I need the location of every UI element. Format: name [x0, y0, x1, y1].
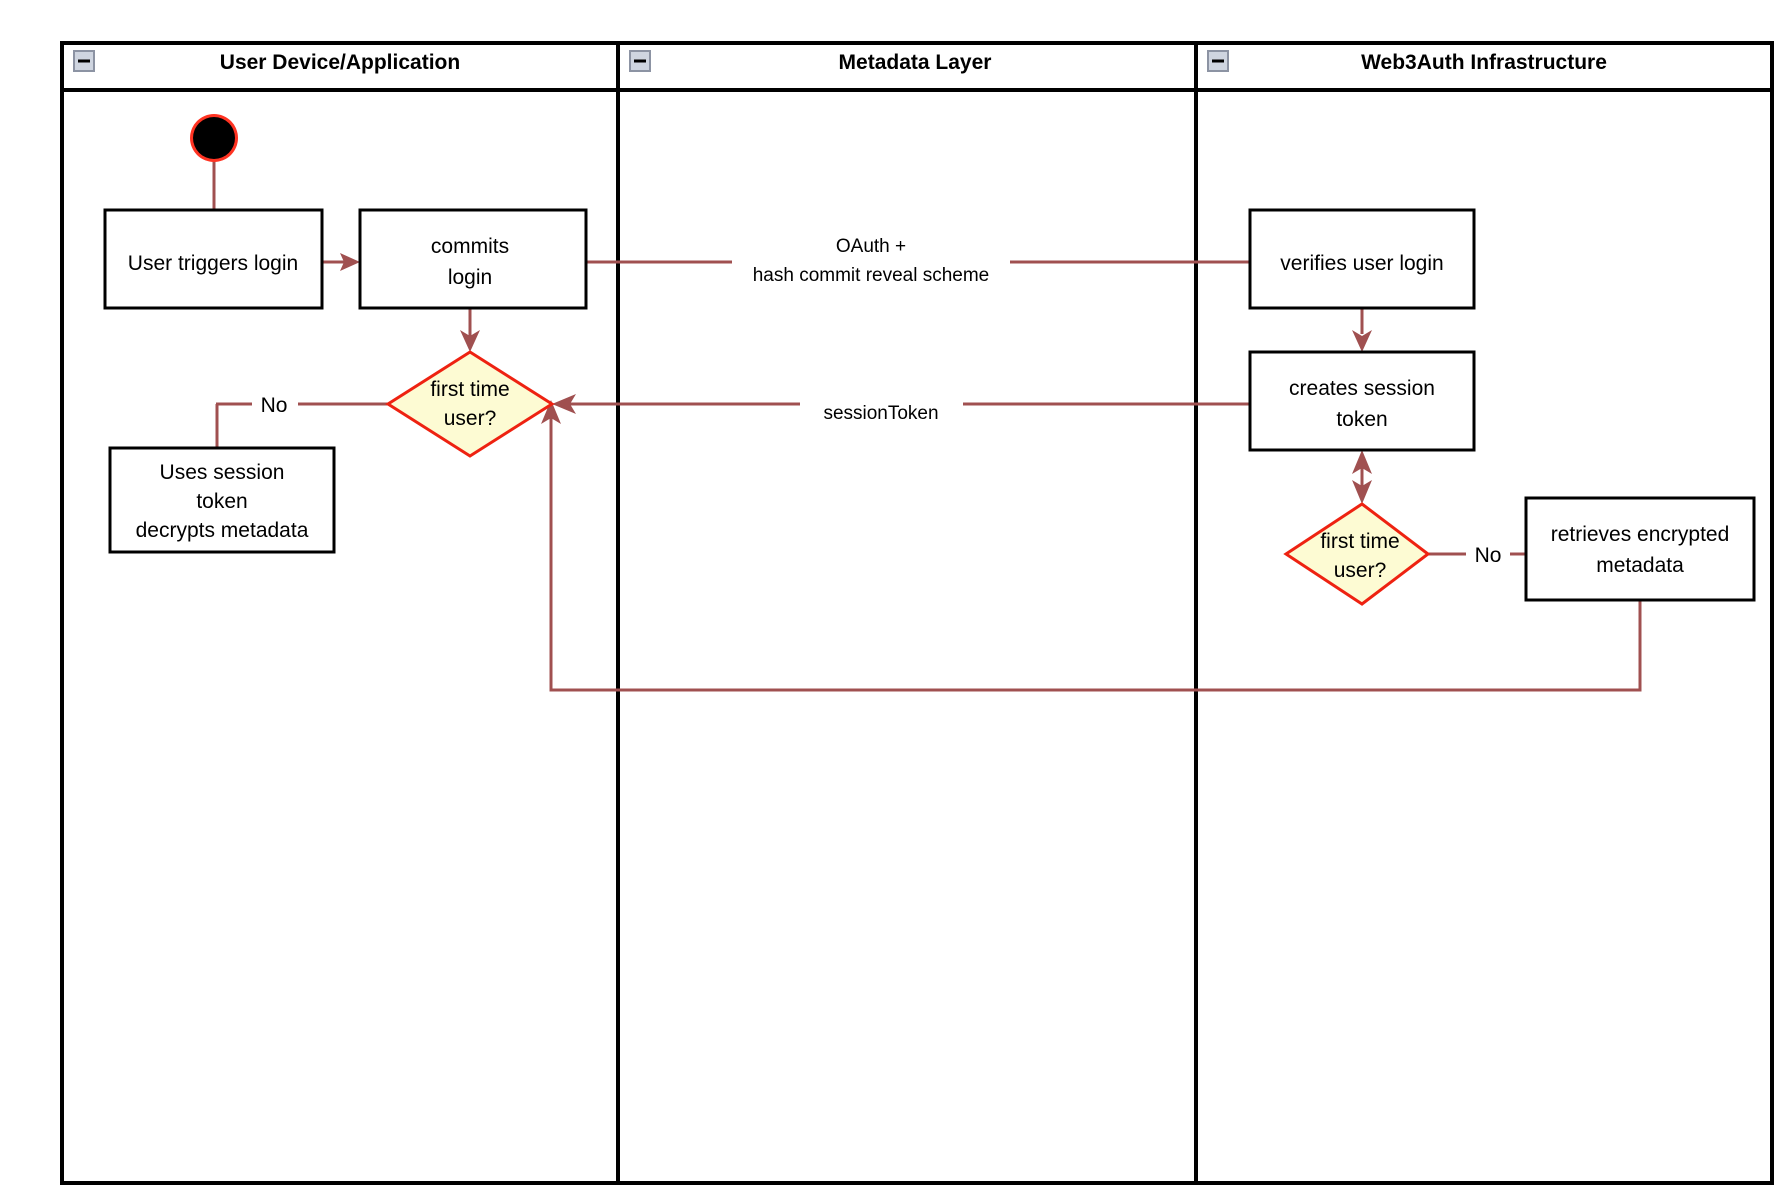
- node-label-creates-session-line1: creates session: [1289, 377, 1435, 400]
- lane-header-metadata[interactable]: Metadata Layer: [629, 50, 992, 74]
- swimlane-outer-border: [60, 41, 1774, 1185]
- arrowhead: [460, 330, 480, 352]
- node-box: [103, 208, 324, 310]
- lane-title-web3auth: Web3Auth Infrastructure: [1361, 51, 1607, 74]
- node-label-uses-session-line1: Uses session: [160, 461, 285, 484]
- node-label-uses-session-line3: decrypts metadata: [136, 519, 309, 542]
- node-commits-login[interactable]: commits login: [358, 208, 588, 310]
- node-box: [1248, 350, 1476, 452]
- arrowhead: [541, 400, 561, 424]
- edge-decision-left-to-uses-session-token: No: [215, 394, 388, 448]
- edge-label-oauth-line2: hash commit reveal scheme: [753, 265, 990, 286]
- node-label-creates-session-line2: token: [1336, 408, 1387, 431]
- node-user-triggers-login[interactable]: User triggers login: [103, 208, 324, 310]
- node-label-retrieves-line2: metadata: [1596, 554, 1684, 577]
- node-retrieves-encrypted-metadata[interactable]: retrieves encrypted metadata: [1524, 496, 1756, 602]
- node-label-decision-left-line2: user?: [444, 407, 497, 430]
- node-label-verifies-user-login: verifies user login: [1280, 252, 1443, 275]
- edge-commits-login-to-verifies-user-login: OAuth + hash commit reveal scheme: [586, 236, 1250, 286]
- node-start[interactable]: [190, 114, 238, 162]
- swimlane-frame: [60, 41, 1774, 1185]
- edge-commits-login-to-decision-left: [460, 308, 480, 352]
- node-box: [108, 446, 336, 554]
- edge-label-no-left: No: [261, 394, 288, 417]
- node-uses-session-token[interactable]: Uses session token decrypts metadata: [108, 446, 336, 554]
- decision-diamond: [385, 350, 555, 458]
- node-decision-first-time-user-right[interactable]: first time user?: [1283, 502, 1431, 606]
- node-label-decision-left-line1: first time: [430, 378, 509, 401]
- node-label-uses-session-line2: token: [196, 490, 247, 513]
- arrowhead: [340, 253, 360, 271]
- node-box: [1248, 208, 1476, 310]
- node-label-decision-right-line1: first time: [1320, 530, 1399, 553]
- node-label-commits-login-line1: commits: [431, 235, 509, 258]
- node-label-user-triggers-login: User triggers login: [128, 252, 298, 275]
- edge-label-no-right: No: [1475, 544, 1502, 567]
- edge-retrieves-back-to-decision-left: [541, 400, 1642, 692]
- edge-creates-to-decision-right-bidirectional: [1352, 450, 1372, 504]
- lane-title-user-device: User Device/Application: [220, 51, 460, 74]
- lane-header-web3auth[interactable]: Web3Auth Infrastructure: [1207, 50, 1607, 74]
- arrowhead: [552, 394, 576, 414]
- node-label-commits-login-line2: login: [448, 266, 492, 289]
- arrowhead: [1352, 330, 1372, 352]
- edge-label-oauth-line1: OAuth +: [836, 236, 906, 257]
- initial-node: [193, 117, 235, 159]
- node-box: [1524, 496, 1756, 602]
- node-box: [358, 208, 588, 310]
- arrowhead-down: [1352, 480, 1372, 504]
- edge-creates-session-token-to-decision-left: sessionToken: [552, 394, 1250, 424]
- node-verifies-user-login[interactable]: verifies user login: [1248, 208, 1476, 310]
- node-label-decision-right-line2: user?: [1334, 559, 1387, 582]
- edge-decision-right-to-retrieves: No: [1428, 544, 1526, 567]
- edge-user-triggers-login-to-commits-login: [322, 253, 360, 271]
- arrowhead-up: [1352, 450, 1372, 474]
- edge-verifies-to-creates: [1352, 308, 1372, 352]
- node-creates-session-token[interactable]: creates session token: [1248, 350, 1476, 452]
- lane-title-metadata: Metadata Layer: [839, 51, 992, 74]
- edge-label-session-token: sessionToken: [823, 403, 938, 424]
- lane-header-user-device[interactable]: User Device/Application: [73, 50, 460, 74]
- decision-diamond: [1283, 502, 1431, 606]
- node-decision-first-time-user-left[interactable]: first time user?: [385, 350, 555, 458]
- node-label-retrieves-line1: retrieves encrypted: [1551, 523, 1730, 546]
